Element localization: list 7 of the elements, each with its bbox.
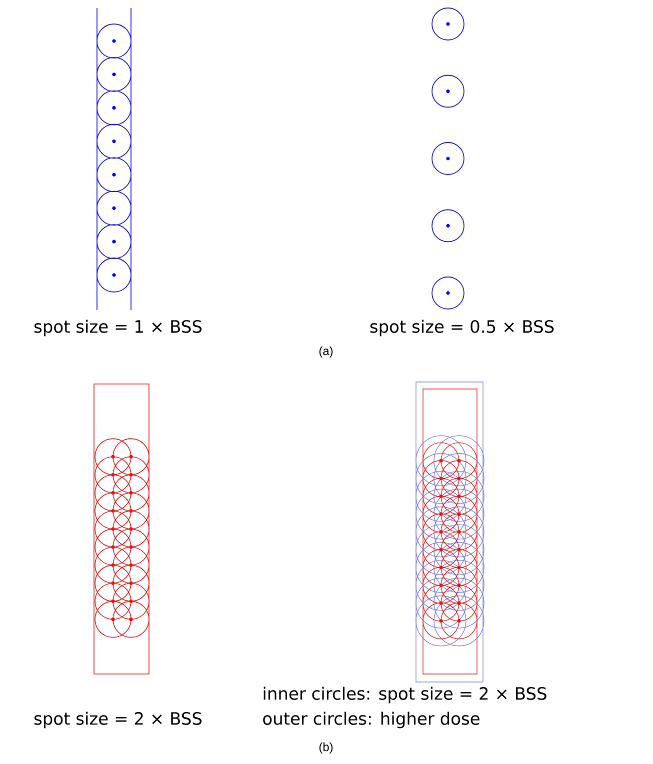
caption-text: spot size = 2 × BSS [34, 712, 202, 728]
caption-text: inner circles: spot size = 2 × BSS [264, 686, 546, 704]
caption-text: outer circles: higher dose [263, 712, 480, 728]
panel-label: (a) [319, 346, 333, 358]
caption-text: spot size = 0.5 × BSS [370, 320, 554, 336]
panel-label: (b) [319, 742, 333, 754]
caption-text: spot size = 1 × BSS [34, 320, 202, 336]
